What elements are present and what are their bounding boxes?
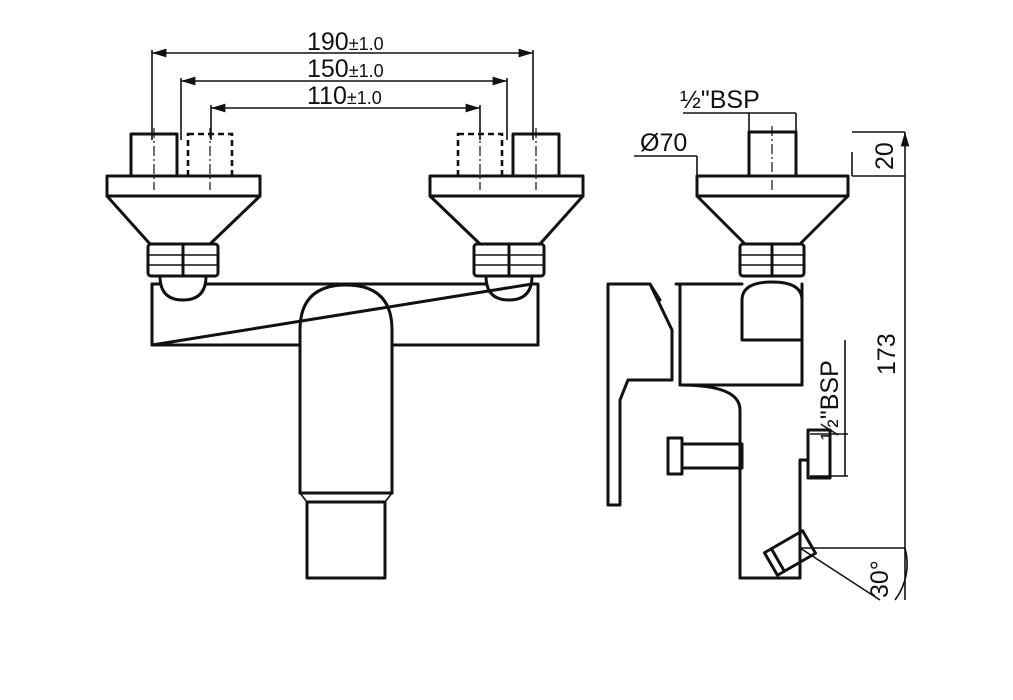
dim-190-label: 190±1.0 xyxy=(307,28,384,56)
inlet-thread-label: ½"BSP xyxy=(680,86,760,114)
left-inlet xyxy=(105,128,262,302)
dimension-20: 20 xyxy=(851,131,905,177)
front-view: 190±1.0 150±1.0 110±1.0 xyxy=(105,28,585,580)
side-view: ½"BSP Ø70 xyxy=(606,86,910,601)
flange-diameter-callout: Ø70 xyxy=(634,129,698,176)
dim-150-label: 150±1.0 xyxy=(307,55,384,83)
angle-30-label: 30° xyxy=(866,560,894,598)
dim-110-label: 110±1.0 xyxy=(307,82,382,110)
flange-diameter-label: Ø70 xyxy=(640,129,687,157)
spout xyxy=(299,492,393,580)
angle-30: 30° xyxy=(799,547,908,601)
side-inlet xyxy=(695,126,850,278)
mixer-body xyxy=(150,282,540,495)
dimension-190: 190±1.0 xyxy=(151,28,534,140)
right-inlet xyxy=(428,128,585,302)
inlet-thread-callout: ½"BSP xyxy=(680,86,797,132)
dimension-173: 173 xyxy=(873,132,910,600)
side-body xyxy=(606,280,832,580)
outlet-thread-callout: ½"BSP xyxy=(810,340,848,477)
dim-173-label: 173 xyxy=(873,333,901,375)
dim-20-label: 20 xyxy=(871,142,899,170)
outlet-thread-label: ½"BSP xyxy=(816,360,844,440)
dimension-110: 110±1.0 xyxy=(210,82,481,140)
dimension-150: 150±1.0 xyxy=(180,55,508,140)
